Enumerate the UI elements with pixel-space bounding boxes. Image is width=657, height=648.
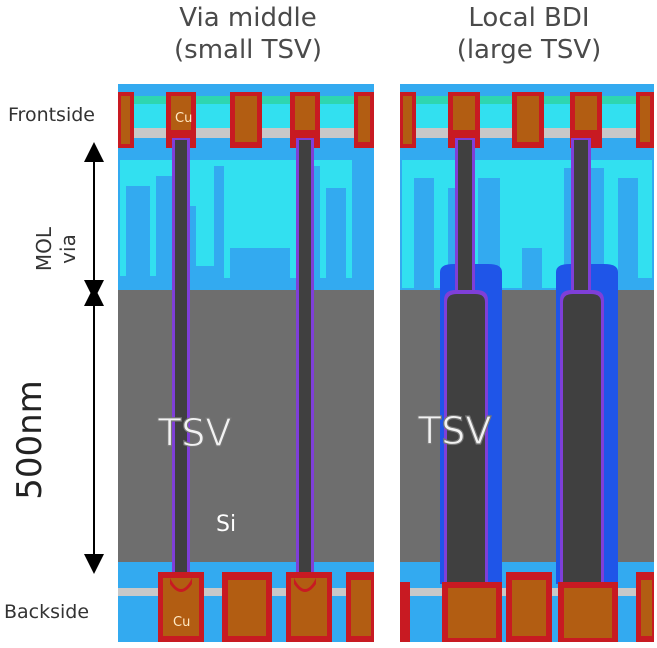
right-tsv-1: [440, 138, 502, 584]
silicon-label: Si: [216, 512, 236, 537]
left-panel: TSV Si Cu Cu: [118, 84, 374, 642]
copper-label-top: Cu: [175, 111, 192, 126]
right-title-line2: (large TSV): [456, 35, 602, 65]
left-title-line1: Via middle: [179, 3, 317, 33]
right-panel: TSV: [400, 84, 654, 642]
left-panel-title: Via middle (small TSV): [118, 2, 378, 66]
right-panel-title: Local BDI (large TSV): [400, 2, 657, 66]
right-tsv-label: TSV: [417, 409, 491, 453]
left-backside-pads: [158, 572, 374, 642]
left-tsv-label: TSV: [157, 411, 231, 455]
left-tsv-2: [296, 138, 314, 584]
right-title-line1: Local BDI: [468, 3, 590, 33]
frontside-label: Frontside: [8, 104, 95, 126]
left-frontside-pads: [118, 92, 374, 148]
left-title-line2: (small TSV): [174, 35, 322, 65]
copper-label-bottom: Cu: [173, 615, 190, 630]
right-tsv-2: [556, 138, 618, 584]
left-tsv-1: [172, 138, 190, 584]
backside-label: Backside: [4, 601, 90, 623]
right-backside-pads: [400, 572, 654, 642]
left-silicon: [118, 290, 374, 562]
right-frontside-pads: [400, 92, 654, 148]
